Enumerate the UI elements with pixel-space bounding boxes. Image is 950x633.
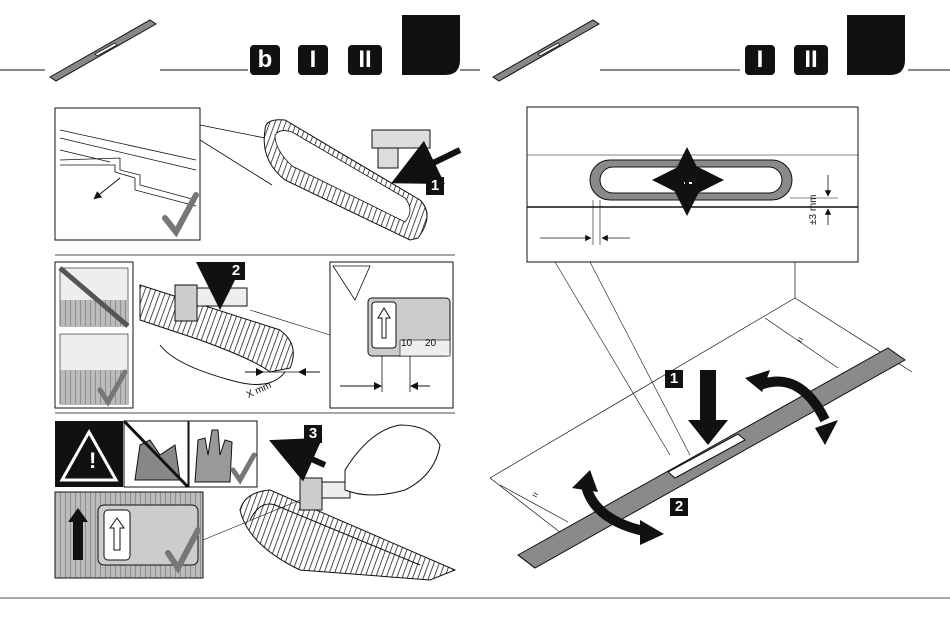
drain-profile-icon: [493, 20, 599, 81]
step-badge-1: 1: [426, 177, 444, 195]
page-tab-left: [402, 15, 460, 75]
step-badge-2: 2: [670, 498, 688, 516]
gauge-tick-10: 10: [401, 338, 412, 349]
arrow-icon: [688, 370, 728, 445]
panel-3-left: [55, 421, 455, 580]
step-badge-2: 2: [227, 262, 245, 280]
gauge-tick-20: 20: [425, 338, 436, 349]
panel-1-left: [55, 108, 275, 240]
drain-profile-icon: [50, 20, 156, 81]
tolerance-label: ±3 mm: [808, 195, 819, 226]
cutter-tool: [372, 130, 460, 178]
header-badge-ii: II: [794, 45, 828, 75]
step-badge-3: 3: [304, 425, 322, 443]
step-badge-1: 1: [665, 370, 683, 388]
page-tab-right: [847, 15, 905, 75]
header-badge-i: I: [298, 45, 328, 75]
header-badge-i: I: [745, 45, 775, 75]
header-badge-b: b: [250, 45, 280, 75]
warning-glyph: !: [89, 448, 96, 474]
header-badge-ii: II: [348, 45, 382, 75]
